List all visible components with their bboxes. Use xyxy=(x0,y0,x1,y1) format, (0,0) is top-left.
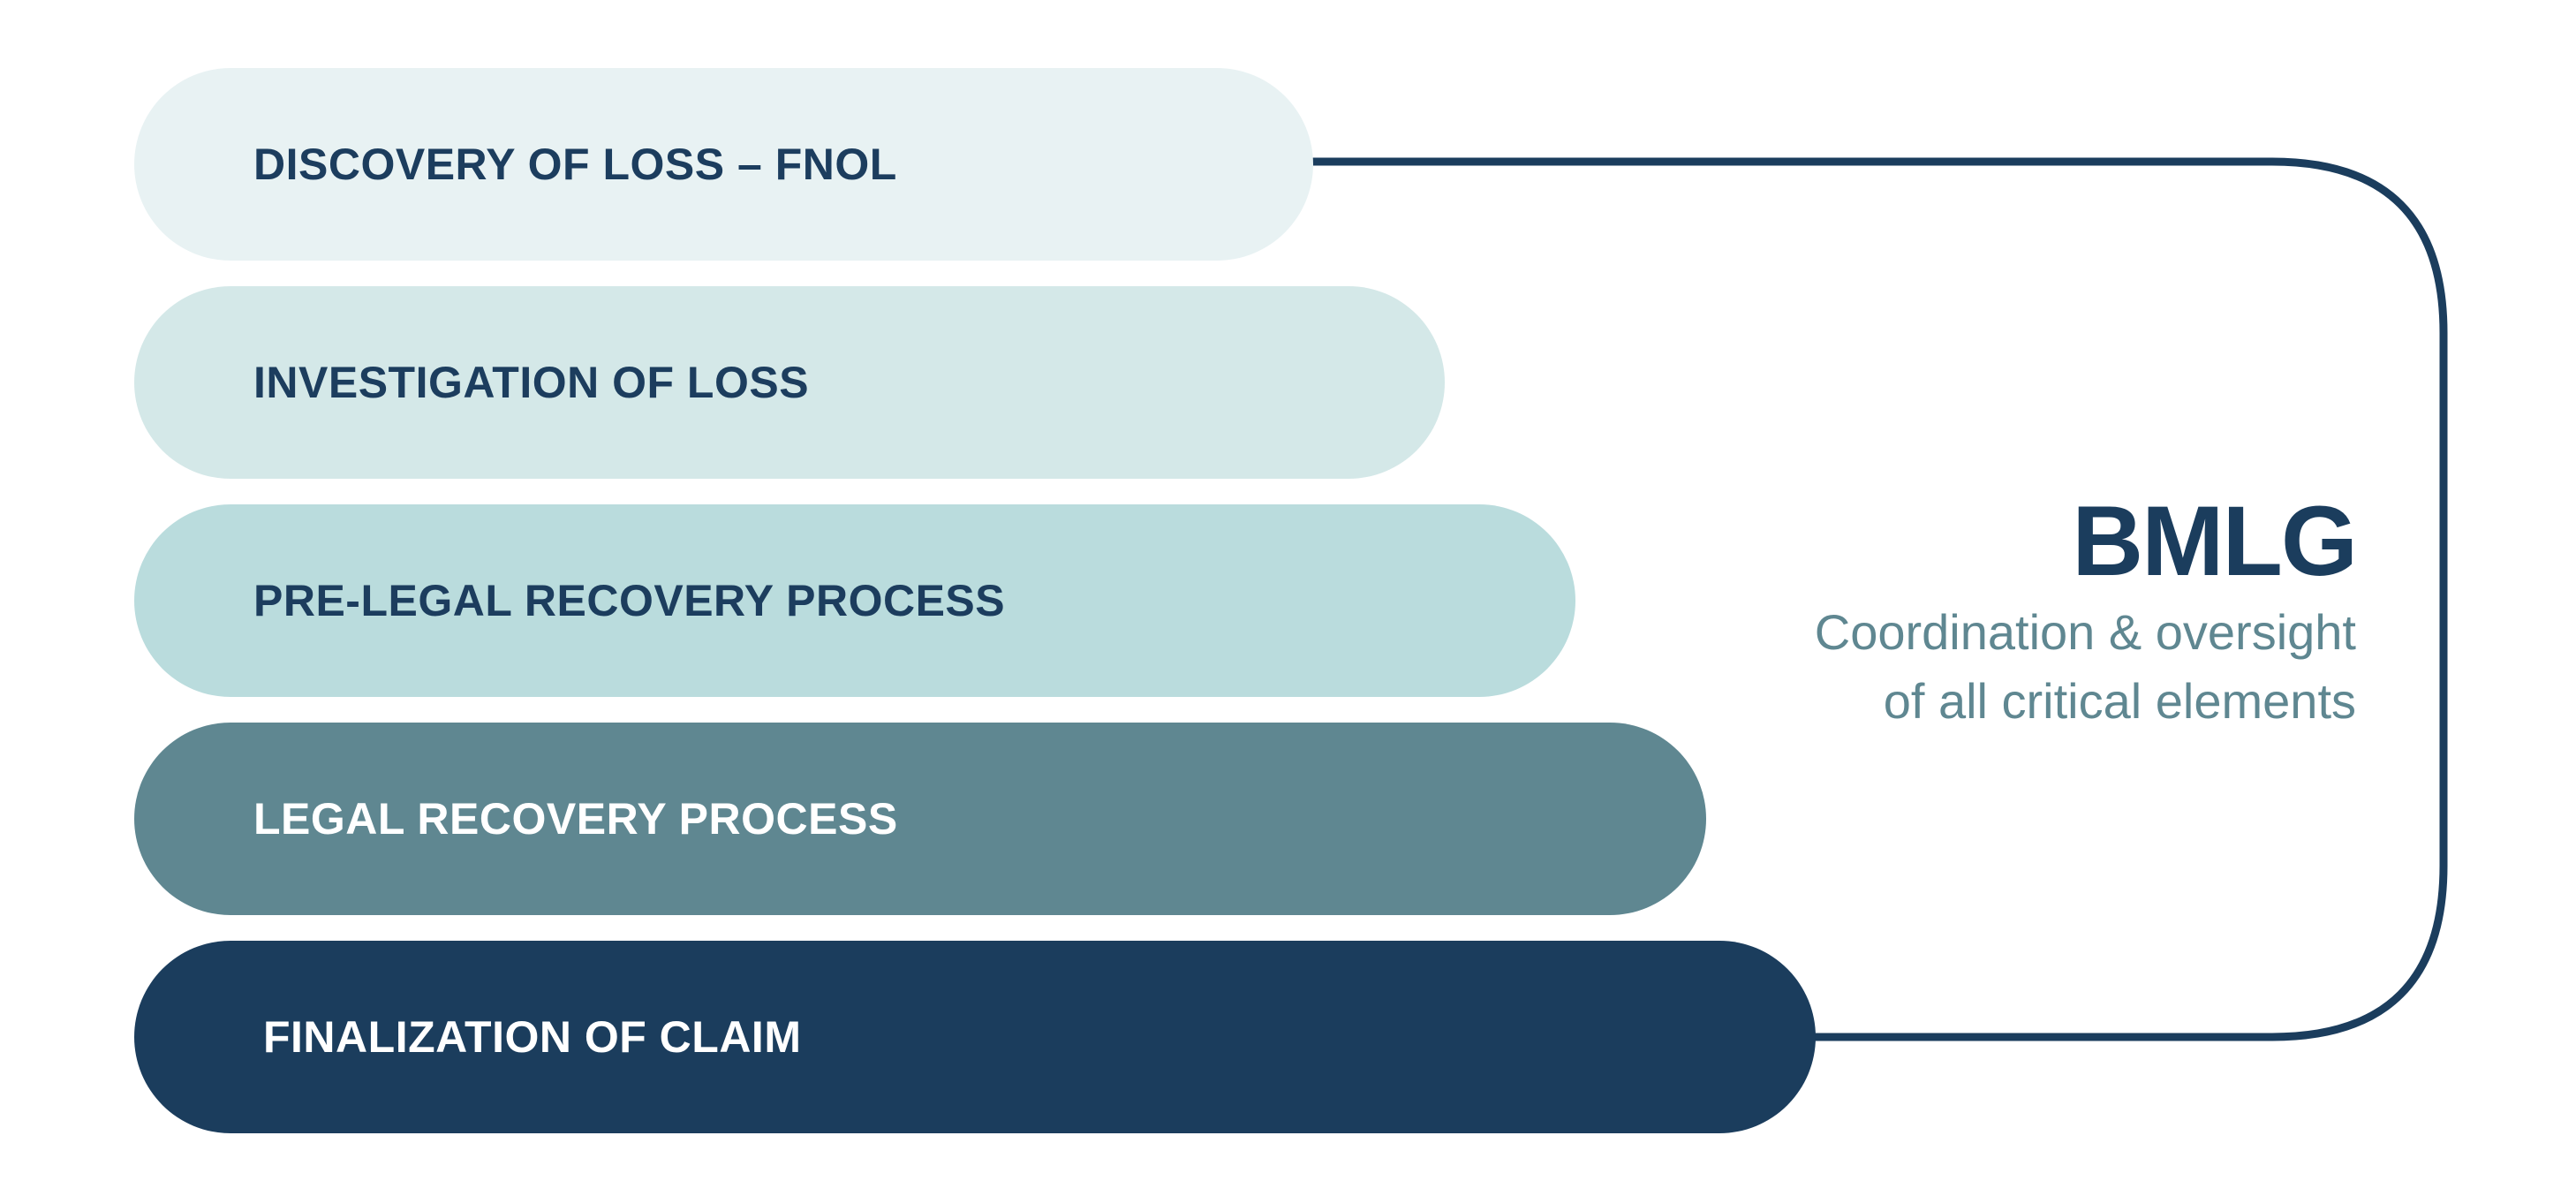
brand-name: BMLG xyxy=(2072,486,2358,596)
step-label: PRE-LEGAL RECOVERY PROCESS xyxy=(253,576,1006,625)
step-pre-legal-recovery: PRE-LEGAL RECOVERY PROCESS xyxy=(134,504,1575,697)
tagline-line-2: of all critical elements xyxy=(1883,673,2356,729)
tagline-line-1: Coordination & oversight xyxy=(1814,604,2356,660)
step-label: INVESTIGATION OF LOSS xyxy=(253,358,810,407)
step-investigation-of-loss: INVESTIGATION OF LOSS xyxy=(134,286,1445,479)
step-label: DISCOVERY OF LOSS – FNOL xyxy=(253,140,897,189)
step-legal-recovery: LEGAL RECOVERY PROCESS xyxy=(134,723,1706,915)
brand-tagline: Coordination & oversight of all critical… xyxy=(1815,598,2356,736)
step-discovery-of-loss: DISCOVERY OF LOSS – FNOL xyxy=(134,68,1313,261)
step-label: LEGAL RECOVERY PROCESS xyxy=(253,794,898,844)
step-label: FINALIZATION OF CLAIM xyxy=(263,1012,802,1062)
step-finalization-of-claim: FINALIZATION OF CLAIM xyxy=(134,941,1816,1133)
brand-block: BMLG Coordination & oversight of all cri… xyxy=(1815,486,2358,736)
